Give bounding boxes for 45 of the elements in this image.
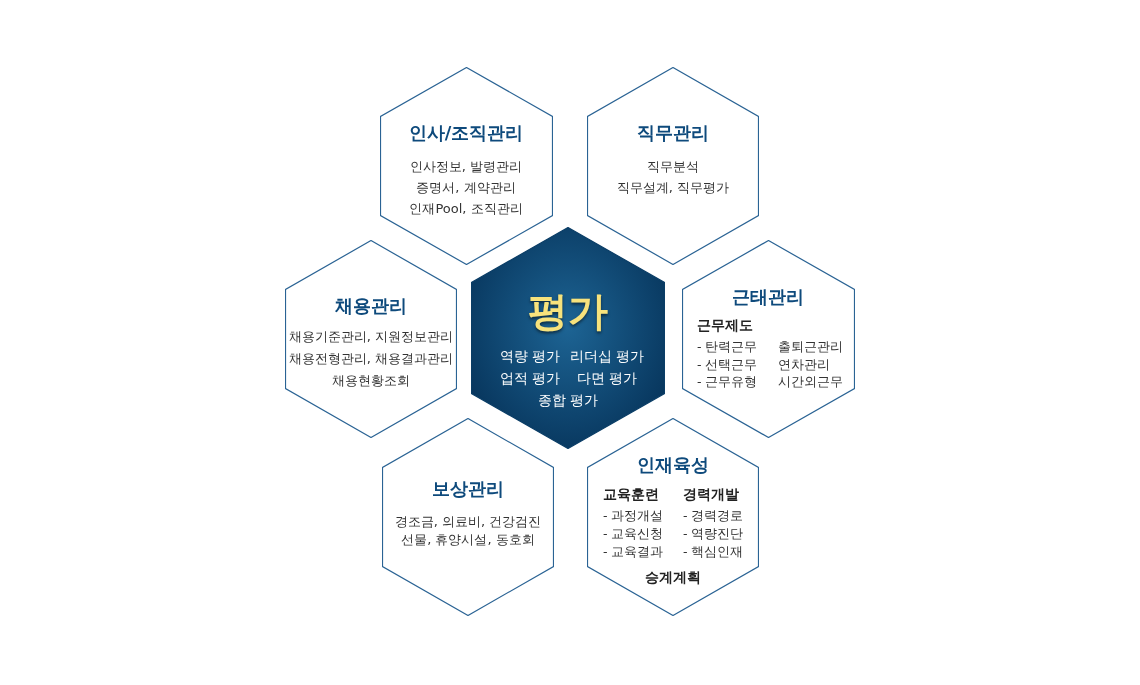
list-item: 연차관리 — [778, 357, 830, 373]
sub-heading: 근무제도 — [697, 318, 753, 334]
list-item: - 핵심인재 — [683, 544, 744, 560]
list-item: - 교육결과 — [603, 544, 664, 560]
hexagon-panel — [382, 418, 554, 616]
panel-text: 직무설계, 직무평가 — [616, 180, 730, 196]
panel-text: 직무분석 — [647, 159, 699, 175]
list-item: - 과정개설 — [603, 508, 664, 524]
hexagon-panel — [682, 240, 855, 438]
panel-text: 선물, 휴양시설, 동호회 — [401, 532, 535, 548]
list-item: - 역량진단 — [683, 526, 744, 542]
panel-title: 보상관리 — [432, 478, 504, 500]
panel-title: 근태관리 — [732, 286, 804, 308]
list-item: - 근무유형 — [697, 374, 758, 390]
hexagon-panel — [587, 67, 759, 265]
list-item: - 선택근무 — [697, 357, 758, 373]
hexagon-panel — [380, 67, 553, 265]
hexagon-panel — [587, 418, 759, 616]
panel-text: 증명서, 계약관리 — [416, 180, 516, 196]
list-item: - 교육신청 — [603, 526, 664, 542]
hexagon-panel — [285, 240, 457, 438]
panel-text: 리더십 평가 — [569, 349, 645, 365]
panel-text: 인재Pool, 조직관리 — [409, 201, 523, 217]
list-item: 출퇴근관리 — [778, 339, 843, 355]
panel-text: 채용전형관리, 채용결과관리 — [288, 351, 454, 367]
panel-text: 다면 평가 — [576, 371, 638, 387]
panel-text: 인사정보, 발령관리 — [409, 159, 523, 175]
sub-heading: 경력개발 — [683, 487, 739, 503]
panel-title: 인사/조직관리 — [408, 122, 524, 144]
sub-heading: 교육훈련 — [603, 487, 659, 503]
list-item: - 경력경로 — [683, 508, 744, 524]
panel-text: 업적 평가 — [499, 371, 561, 387]
panel-text: 채용현황조회 — [332, 373, 410, 389]
list-item: 시간외근무 — [778, 374, 843, 390]
panel-title: 인재육성 — [637, 454, 709, 476]
center-title: 평가 — [528, 288, 608, 334]
sub-heading: 승계계획 — [645, 570, 701, 586]
panel-text: 경조금, 의료비, 건강검진 — [394, 514, 542, 530]
center-hexagon — [471, 227, 665, 449]
panel-text: 채용기준관리, 지원정보관리 — [288, 329, 454, 345]
panel-text: 종합 평가 — [537, 393, 599, 409]
panel-title: 채용관리 — [335, 295, 407, 317]
panel-text: 역량 평가 — [499, 349, 561, 365]
panel-title: 직무관리 — [637, 122, 709, 144]
list-item: - 탄력근무 — [697, 339, 758, 355]
